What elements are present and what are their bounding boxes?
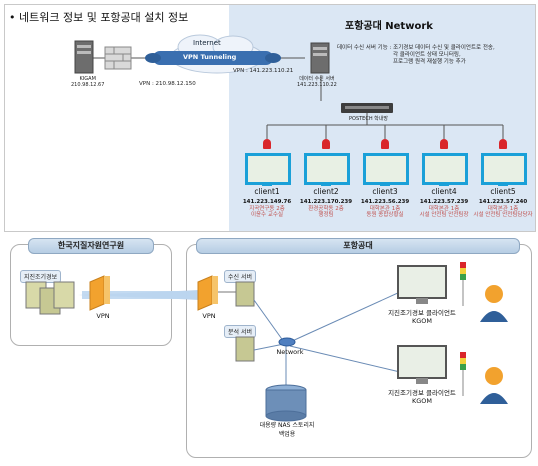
panel-heading: • 네트워크 정보 및 포항공대 설치 정보 bbox=[9, 11, 189, 24]
client-name: client3 bbox=[372, 187, 398, 196]
client-name: client4 bbox=[431, 187, 457, 196]
early-warning-server-icon bbox=[25, 281, 75, 315]
client-ip: 141.223.57.239 bbox=[419, 199, 469, 205]
alarm-light-icon bbox=[440, 139, 448, 149]
receiving-server-icon-2 bbox=[235, 281, 255, 307]
internet-label: Internet bbox=[193, 39, 221, 47]
alarm-light-icon bbox=[381, 139, 389, 149]
tunnel-label: VPN Tunneling bbox=[183, 53, 237, 61]
user-bottom-icon bbox=[480, 367, 508, 404]
vpn-right-icon bbox=[197, 275, 218, 311]
network-title: 포항공대 Network bbox=[345, 21, 433, 32]
client-monitor-bottom-icon bbox=[397, 345, 447, 384]
vpn-tunnel-pipe bbox=[153, 51, 273, 65]
network-info-panel: • 네트워크 정보 및 포항공대 설치 정보 포항공대 Network bbox=[4, 4, 536, 232]
switch-label: POSTECH 학내망 bbox=[349, 116, 388, 122]
client-ip: 141.223.56.239 bbox=[360, 199, 410, 205]
vpn-right-label: VPN : 141.223.110.21 bbox=[233, 68, 294, 74]
alarm-light-icon bbox=[263, 139, 271, 149]
signal-tower-top-icon bbox=[460, 262, 466, 306]
router-icon bbox=[265, 53, 281, 63]
client-monitor-top-icon bbox=[397, 265, 447, 304]
vpn-left-text: VPN bbox=[96, 312, 110, 320]
receiving-server-icon bbox=[310, 42, 330, 74]
alarm-light-icon bbox=[499, 139, 507, 149]
router-icon bbox=[145, 53, 161, 63]
client-name: client2 bbox=[313, 187, 339, 196]
monitor-stand-icon bbox=[321, 183, 331, 186]
top-connections bbox=[74, 34, 504, 139]
alarm-light-icon bbox=[322, 139, 330, 149]
postech-network-area bbox=[229, 5, 535, 231]
analysis-server-icon bbox=[235, 336, 255, 362]
monitor-stand-icon bbox=[262, 183, 272, 186]
client-ip: 141.223.170.239 bbox=[299, 199, 353, 205]
switch-icon bbox=[341, 103, 393, 113]
vpn-left-label: VPN : 210.98.12.150 bbox=[139, 81, 196, 87]
network-hub-icon bbox=[278, 337, 296, 347]
client-name: client5 bbox=[490, 187, 516, 196]
kigam-server-icon bbox=[74, 40, 94, 74]
storage-icon bbox=[265, 384, 307, 422]
firewall-icon bbox=[104, 46, 132, 70]
client-name: client1 bbox=[254, 187, 280, 196]
server-description: 데이터 수신 서버 기능 : 조기경보 데이터 수신 및 클라이언트로 전송, … bbox=[337, 45, 495, 65]
postech-zone-title: 포항공대 bbox=[196, 238, 520, 254]
monitor-stand-icon bbox=[380, 183, 390, 186]
vpn-left-icon bbox=[89, 275, 110, 311]
client-ip: 141.223.57.240 bbox=[478, 199, 528, 205]
network-text: Network bbox=[276, 348, 304, 356]
client-ip: 141.223.149.76 bbox=[242, 199, 292, 205]
signal-tower-bottom-icon bbox=[460, 352, 466, 396]
kigam-zone-title: 한국지질자원연구원 bbox=[28, 238, 154, 254]
monitor-stand-icon bbox=[439, 183, 449, 186]
user-top-icon bbox=[480, 285, 508, 322]
monitor-stand-icon bbox=[498, 183, 508, 186]
vpn-right-text: VPN bbox=[202, 312, 216, 320]
